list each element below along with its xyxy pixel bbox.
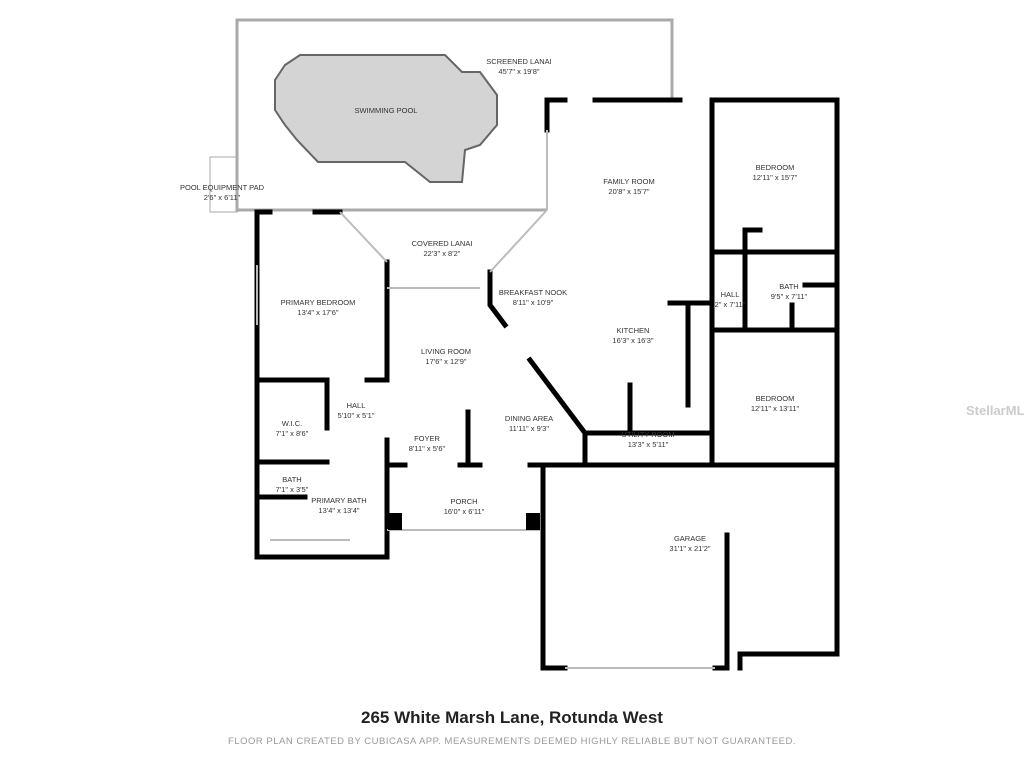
swimming-pool-shape <box>274 54 498 183</box>
thin-walls <box>256 130 715 669</box>
porch-post <box>526 513 540 530</box>
walls <box>254 97 840 671</box>
floor-plan <box>209 18 840 671</box>
room-label-wic: W.I.C.7'1" x 8'6" <box>275 419 309 438</box>
room-label-swimming-pool: SWIMMING POOL <box>354 106 418 115</box>
watermark: StellarMLS <box>966 403 1024 418</box>
porch-post <box>388 513 402 530</box>
screened-lanai-outline <box>209 18 674 213</box>
property-address-title: 265 White Marsh Lane, Rotunda West <box>361 708 663 727</box>
disclaimer-footnote: FLOOR PLAN CREATED BY CUBICASA APP. MEAS… <box>228 736 796 747</box>
